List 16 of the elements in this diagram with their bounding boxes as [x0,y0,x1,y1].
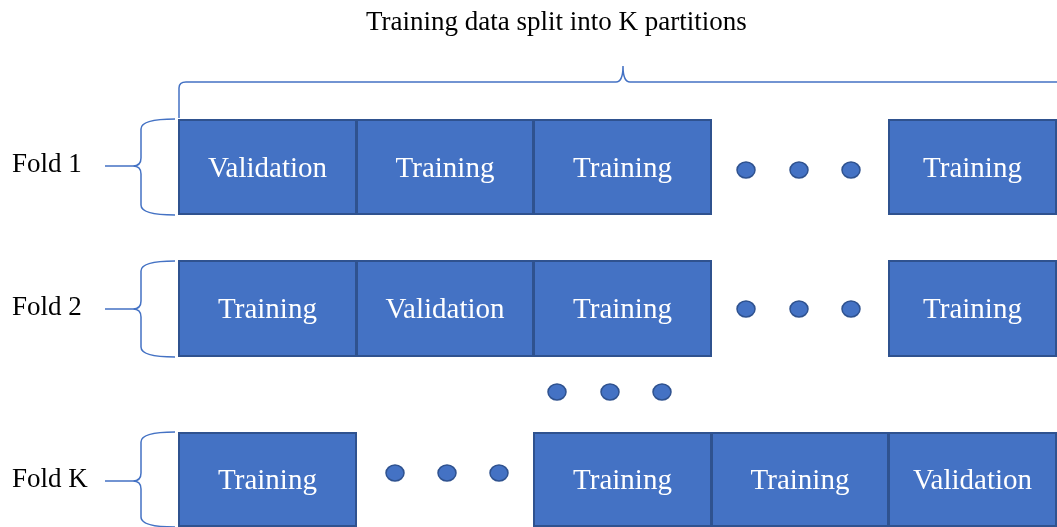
partition-box: Training [356,119,534,215]
partition-box: Training [888,260,1057,357]
partition-box: Training [533,260,712,357]
fold-label: Fold 2 [12,291,82,322]
partition-box: Training [178,260,357,357]
partition-box: Validation [178,119,357,215]
partition-box: Training [178,432,357,527]
partition-box: Training [533,119,712,215]
partition-box: Training [533,432,712,527]
partition-box: Training [711,432,889,527]
fold-label: Fold K [12,463,88,494]
partition-box: Training [888,119,1057,215]
partition-box: Validation [356,260,534,357]
fold-label: Fold 1 [12,148,82,179]
title: Training data split into K partitions [366,6,747,37]
partition-box: Validation [888,432,1057,527]
